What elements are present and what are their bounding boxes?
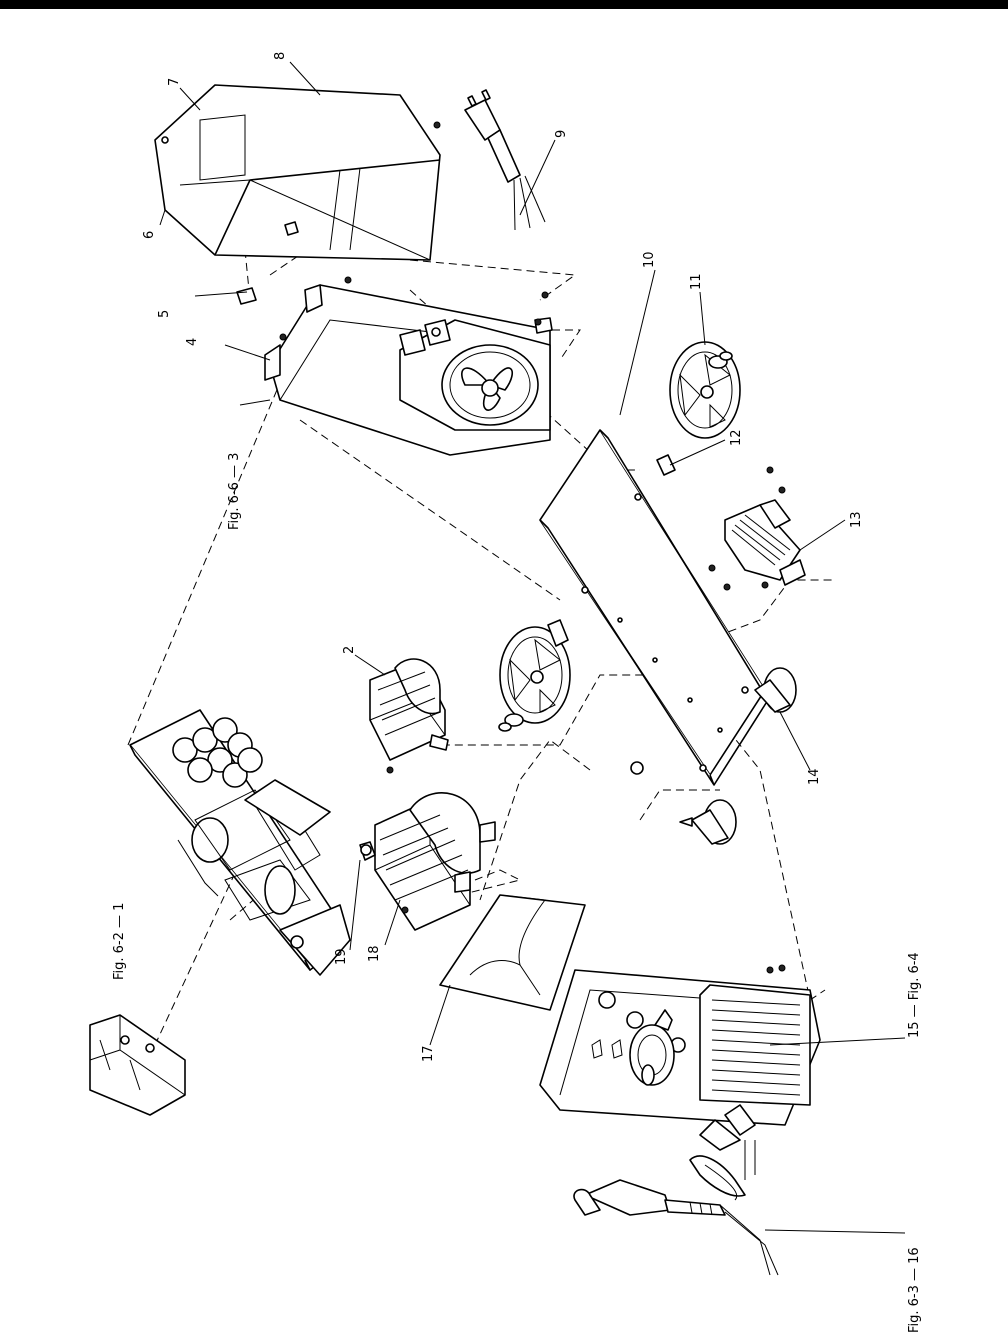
callout-14: 14	[807, 768, 822, 785]
part-baffle	[439, 894, 586, 1011]
part-clip	[236, 287, 257, 305]
callout-10: 10	[642, 251, 657, 268]
part-front-panel	[539, 969, 821, 1126]
part-fan-chassis	[264, 284, 553, 456]
callout-19: 19	[334, 948, 349, 965]
top-border-bar	[0, 0, 1008, 9]
capacitor-bank	[172, 717, 263, 863]
part-wrapper-cover	[154, 84, 441, 284]
part-inductor	[369, 658, 449, 774]
callout-5: 5	[157, 310, 172, 318]
callout-7: 7	[167, 78, 182, 86]
part-bushing	[359, 841, 376, 861]
part-wheel-left	[498, 619, 571, 732]
callout-8: 8	[273, 52, 288, 60]
part-caster-front	[679, 799, 737, 845]
part-base-pan	[539, 429, 769, 786]
part-axle	[656, 454, 676, 476]
callout-16: Fig. 6-3 — 16	[907, 1247, 922, 1333]
part-rectifier	[708, 466, 806, 591]
part-power-cord	[464, 89, 546, 231]
callout-18: 18	[367, 945, 382, 962]
callout-4: 4	[185, 338, 200, 346]
part-wheel-right	[669, 341, 741, 439]
callout-6: 6	[142, 231, 157, 239]
callout-17: 17	[421, 1045, 436, 1062]
part-main-transformer	[374, 792, 496, 931]
part-caster-rear	[754, 667, 797, 713]
callout-15: 15 — Fig. 6-4	[907, 952, 922, 1038]
part-terminal-cover	[89, 1014, 186, 1116]
part-pc-board-assembly	[129, 709, 351, 976]
callout-13: 13	[849, 511, 864, 528]
callout-12: 12	[729, 429, 744, 446]
callout-3: Fig. 6-6 — 3	[227, 453, 242, 530]
callout-9: 9	[554, 130, 569, 138]
part-nut	[630, 761, 644, 775]
callout-2: 2	[342, 646, 357, 654]
leader-lines	[159, 61, 906, 1234]
part-mig-gun	[573, 1104, 779, 1276]
screws	[534, 291, 786, 974]
callout-11: 11	[689, 273, 704, 290]
callout-1: Fig. 6-2 — 1	[112, 903, 127, 980]
callout-labels: Fig. 6-2 — 1 2 Fig. 6-6 — 3 4 5 6 7 8 9 …	[112, 52, 922, 1333]
